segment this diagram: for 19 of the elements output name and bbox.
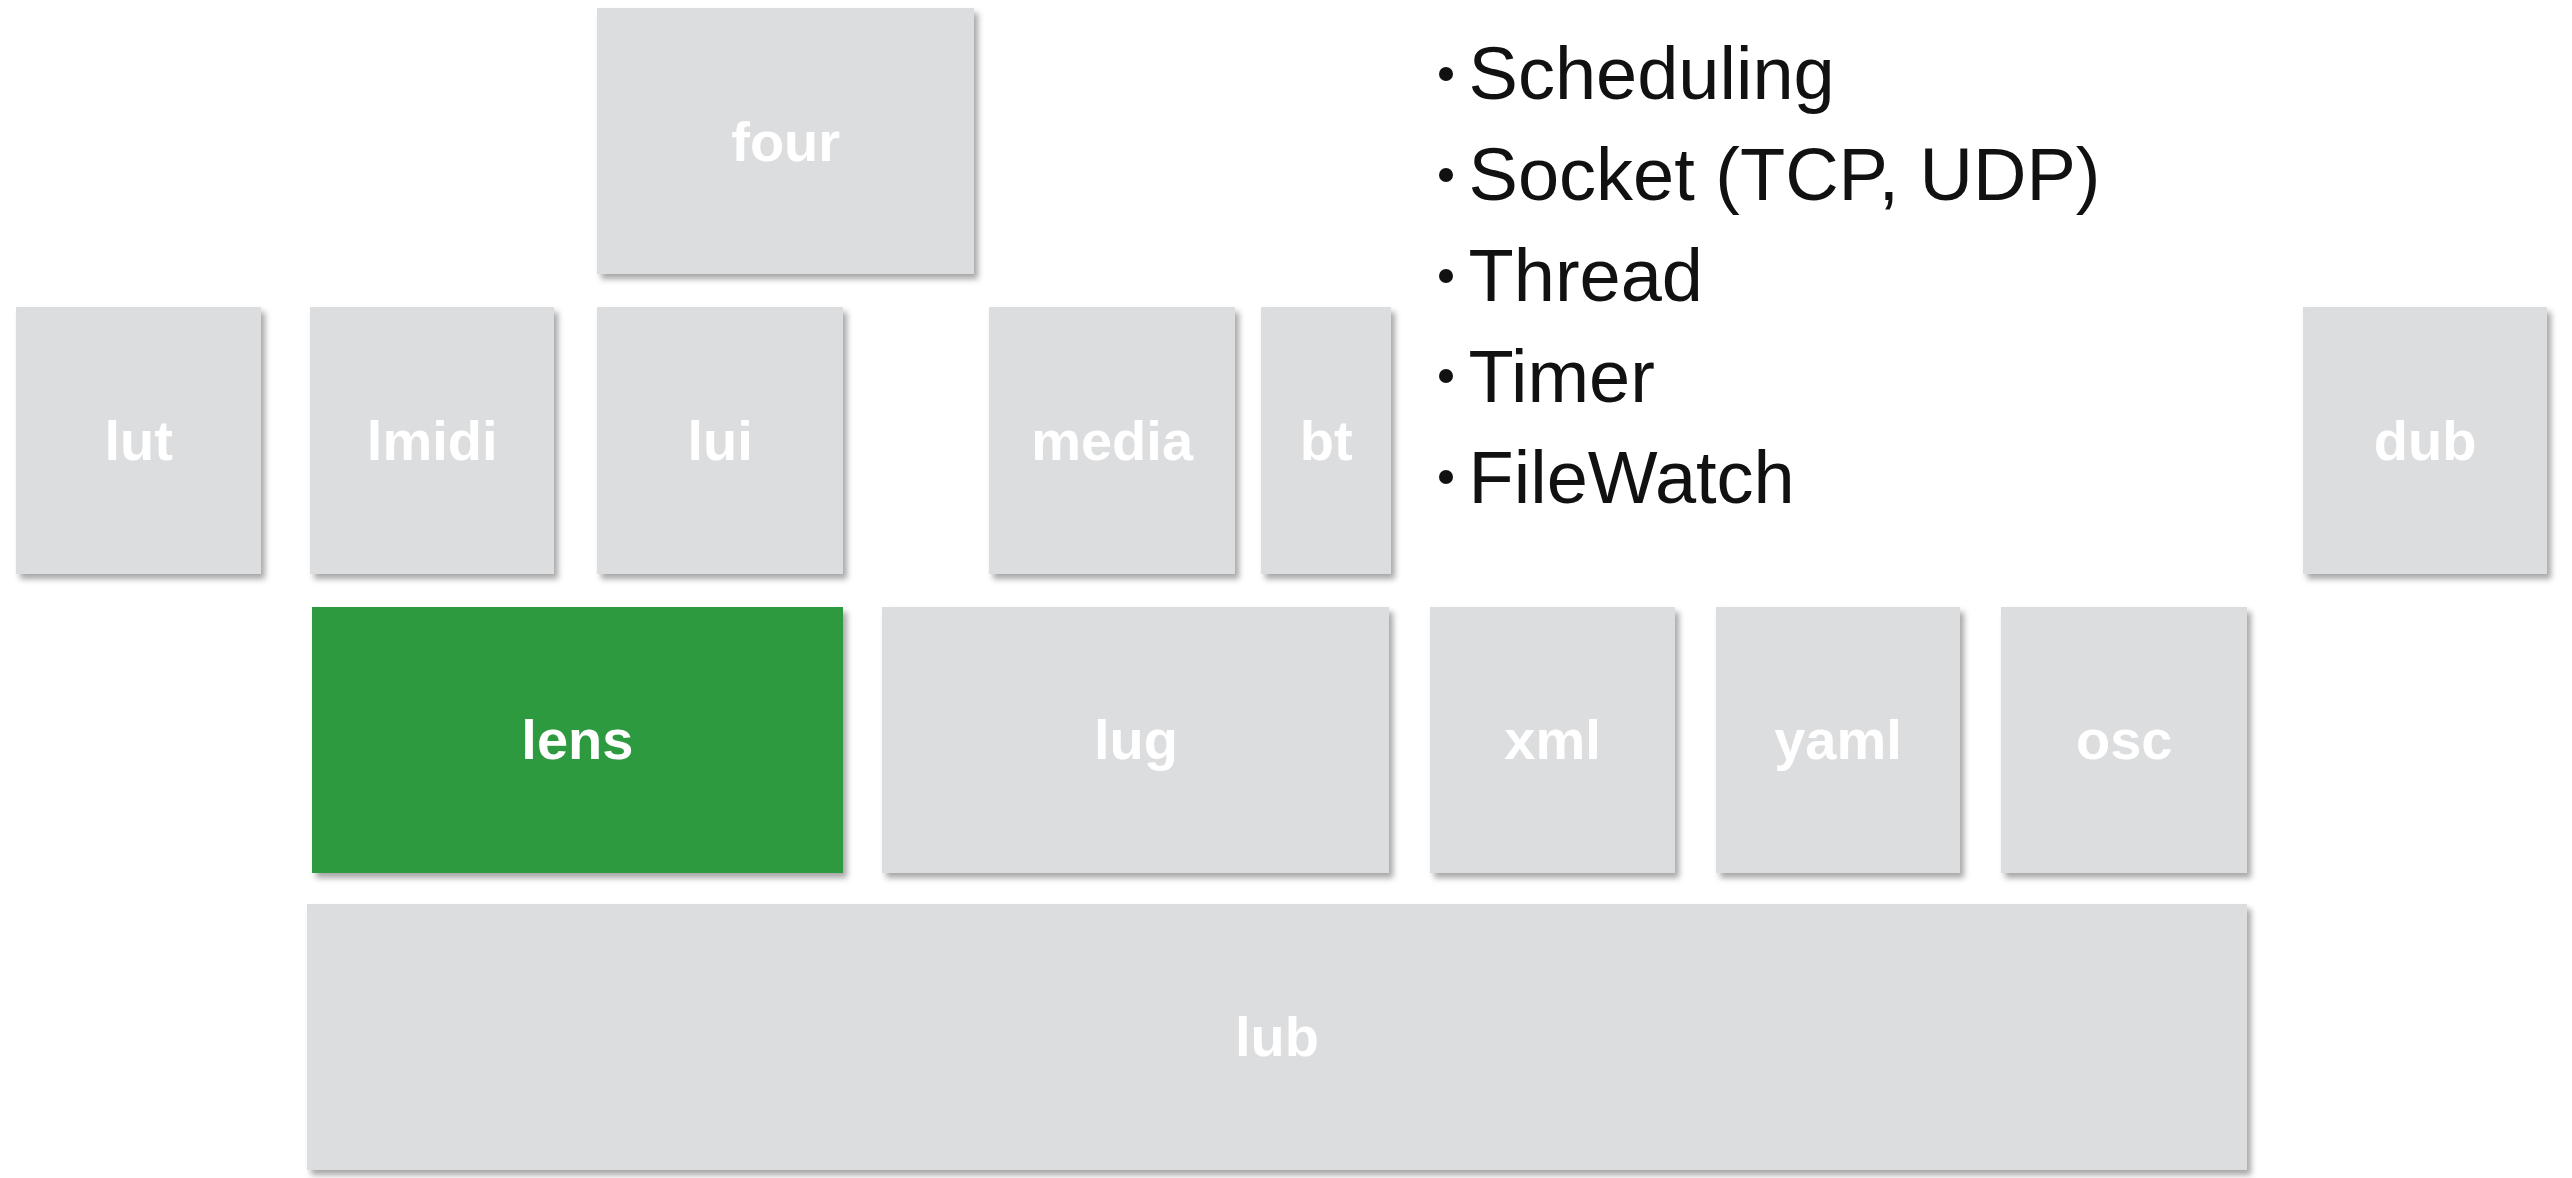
module-box <box>597 8 975 274</box>
module-box <box>1261 306 1391 575</box>
feature-list-item: Thread <box>1468 233 1703 319</box>
module-box <box>989 306 1236 575</box>
module-box <box>310 306 555 575</box>
module-box <box>1430 606 1675 873</box>
feature-list-item: Timer <box>1468 333 1655 419</box>
module-box <box>2001 606 2248 873</box>
feature-list-item: Scheduling <box>1468 31 1835 117</box>
module-box <box>1715 606 1961 873</box>
feature-list-item: Socket (TCP, UDP) <box>1468 132 2101 218</box>
module-box <box>306 903 2248 1170</box>
module-box <box>16 306 261 575</box>
module-box <box>2303 306 2548 575</box>
module-box <box>597 306 844 575</box>
module-box <box>882 606 1390 873</box>
feature-list-item: FileWatch <box>1468 434 1795 520</box>
highlighted-module-box <box>311 606 844 873</box>
module-name: lens <box>521 707 634 773</box>
